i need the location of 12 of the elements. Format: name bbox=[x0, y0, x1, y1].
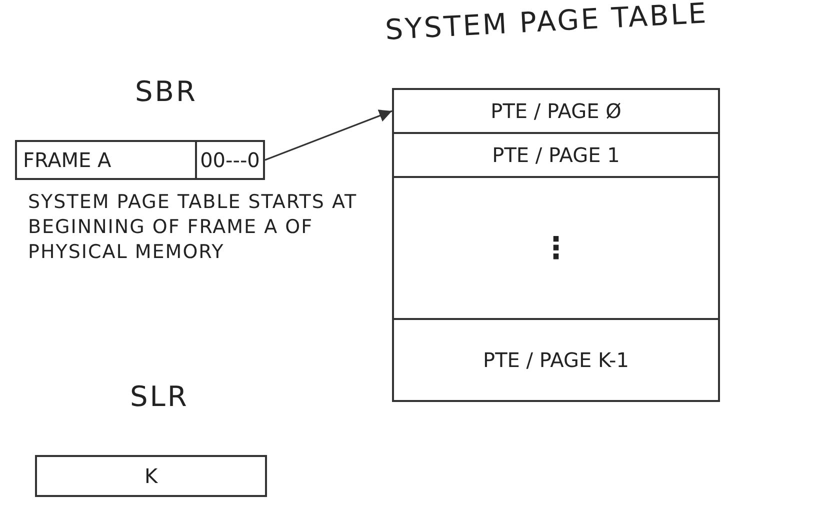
heading: SBR bbox=[135, 75, 198, 108]
register-field: 00---0 bbox=[195, 140, 265, 180]
register-field: K bbox=[35, 455, 267, 497]
table-row: ⋮ bbox=[392, 176, 720, 320]
register-field: FRAME A bbox=[15, 140, 197, 180]
table-row: PTE / PAGE 1 bbox=[392, 132, 720, 178]
table-row: PTE / PAGE Ø bbox=[392, 88, 720, 134]
note-text: SYSTEM PAGE TABLE STARTS AT BEGINNING OF FRAME A OF PHYSICAL MEMORY bbox=[28, 190, 358, 265]
arrow bbox=[264, 110, 392, 161]
heading: SYSTEM PAGE TABLE bbox=[384, 0, 709, 46]
heading: SLR bbox=[130, 380, 189, 413]
table-row: PTE / PAGE K-1 bbox=[392, 318, 720, 402]
